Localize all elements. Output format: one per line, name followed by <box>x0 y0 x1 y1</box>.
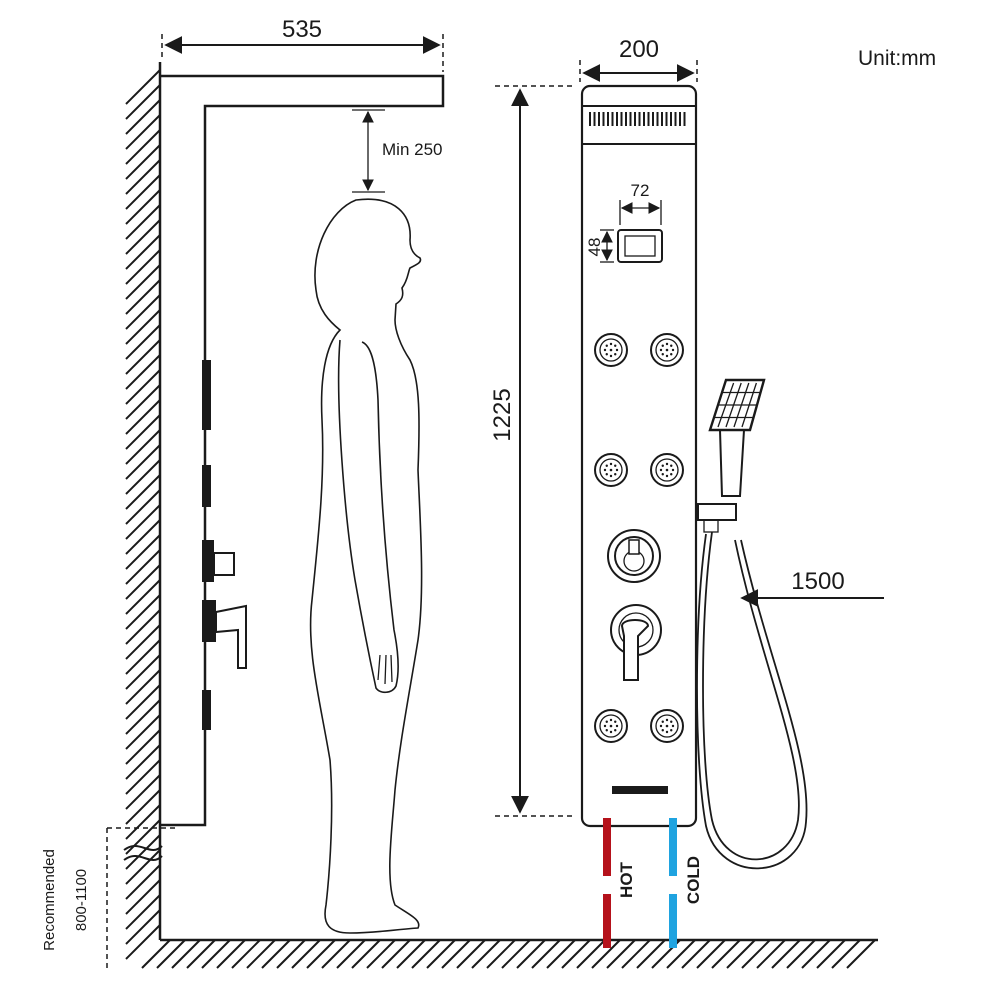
hand-shower-icon <box>696 378 808 870</box>
human-figure-icon <box>309 198 423 934</box>
panel-height-label: 1225 <box>489 388 516 441</box>
body-jet-icon <box>594 453 628 487</box>
side-jet-top <box>202 360 211 430</box>
dim-arm-length: 535 <box>161 16 444 72</box>
body-jet-icon <box>650 453 684 487</box>
body-jet-icon <box>650 709 684 743</box>
side-lever-icon <box>215 604 247 669</box>
hose-length-label: 1500 <box>791 568 844 595</box>
hot-label: HOT <box>617 861 636 898</box>
body-jets <box>594 333 684 743</box>
panel-width-label: 200 <box>619 36 659 63</box>
rain-shower-vent-icon <box>589 112 686 126</box>
floor-hatch <box>141 939 876 969</box>
side-jet-bottom <box>202 690 211 730</box>
shower-hose <box>702 531 800 861</box>
thermostat-knob-icon <box>607 529 661 583</box>
dim-panel-height: 1225 <box>489 85 576 817</box>
dim-hose-length: 1500 <box>740 568 884 607</box>
side-view-panel <box>160 74 445 827</box>
min-clearance-label: Min 250 <box>382 140 442 159</box>
wall <box>125 62 162 960</box>
temperature-display-icon <box>617 229 663 263</box>
side-knob-cap <box>213 552 235 576</box>
dim-min-clearance: Min 250 <box>352 109 442 193</box>
dim-panel-width: 200 <box>579 36 698 82</box>
dim-recommended-height: Recommended 800-1100 <box>41 827 175 968</box>
dim-display: 72 48 <box>585 181 662 263</box>
body-jet-icon <box>594 709 628 743</box>
floor <box>141 938 878 969</box>
mixer-lever-icon <box>610 604 662 681</box>
display-height-label: 48 <box>585 238 604 257</box>
water-pipes: HOT COLD <box>603 818 703 948</box>
side-jet-mid <box>202 465 211 507</box>
arm-length-label: 535 <box>282 16 322 43</box>
wall-hatch <box>125 69 161 960</box>
waterfall-spout-icon <box>612 786 668 794</box>
display-screen <box>624 235 656 257</box>
body-jet-icon <box>650 333 684 367</box>
recommended-range-label: 800-1100 <box>73 869 90 931</box>
front-view-panel <box>580 84 698 828</box>
recommended-label: Recommended <box>41 849 58 951</box>
unit-label: Unit:mm <box>858 47 936 70</box>
body-jet-icon <box>594 333 628 367</box>
side-lever-base <box>202 600 216 642</box>
side-thermostat-knob <box>202 540 214 582</box>
display-width-label: 72 <box>631 181 650 200</box>
cold-label: COLD <box>684 856 703 904</box>
